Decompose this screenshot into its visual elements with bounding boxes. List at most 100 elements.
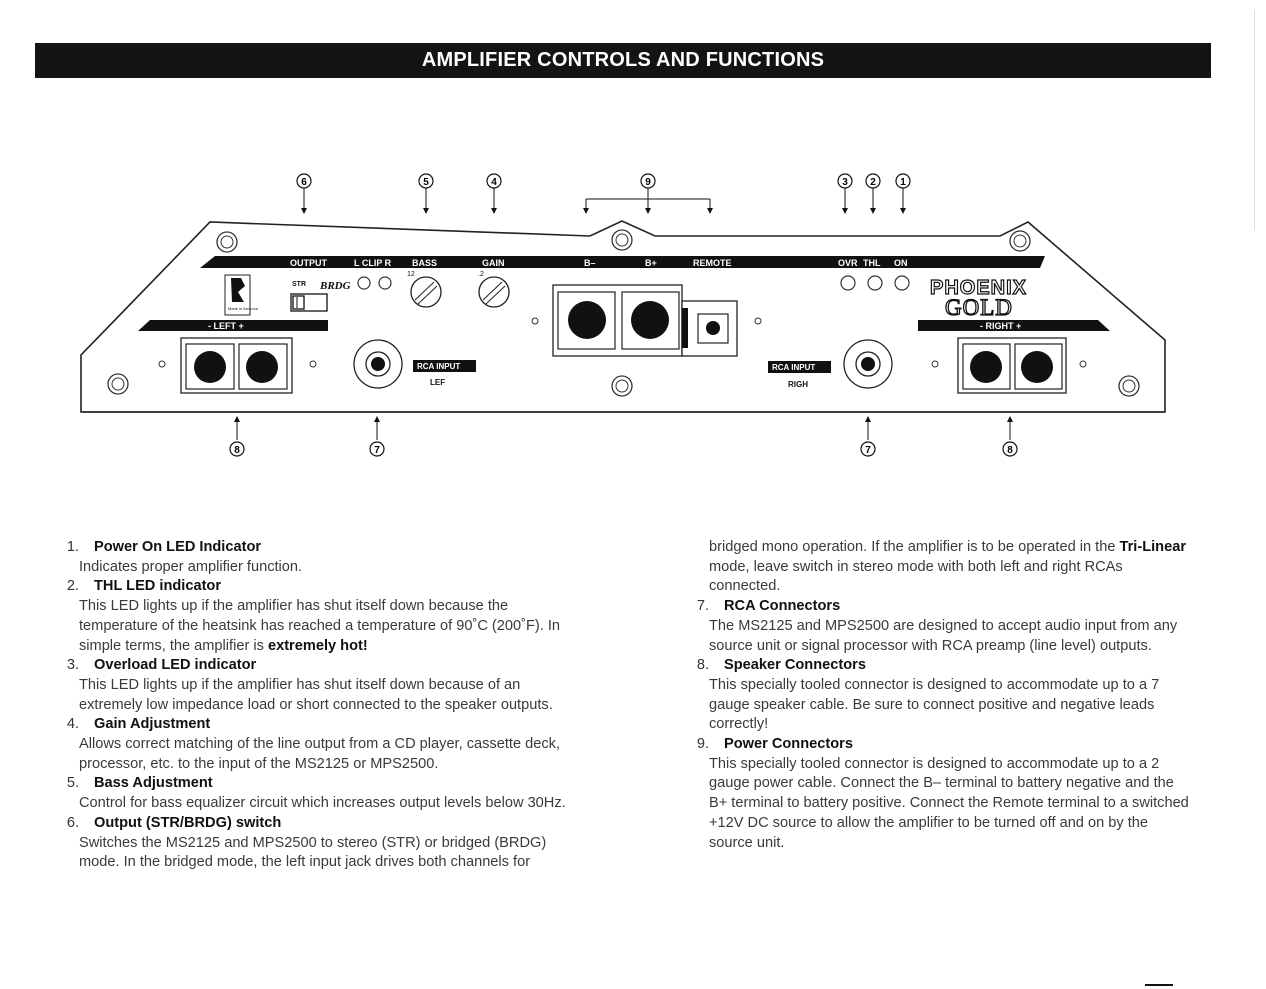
svg-text:1: 1 — [900, 177, 906, 188]
phoenix-gold-logo: PHOENIX GOLD — [929, 276, 1027, 320]
item-number: 1. — [66, 539, 79, 555]
item-title: Power Connectors — [724, 736, 853, 753]
screw-icon-top-left — [216, 231, 238, 253]
ovr-led — [840, 275, 856, 291]
item-number: 8. — [696, 657, 709, 674]
label-b-minus: B– — [584, 258, 596, 268]
screw-icon-top-right — [1009, 230, 1031, 252]
callout-1: 1 — [895, 173, 911, 214]
label-gain: GAIN — [482, 258, 505, 268]
list-item: 1.Power On LED Indicator Indicates prope… — [48, 538, 628, 577]
item-title: Bass Adjustment — [94, 775, 213, 792]
item-line: Allows correct matching of the line outp… — [79, 736, 561, 753]
svg-text:5: 5 — [423, 177, 429, 188]
clip-led-right — [378, 276, 392, 290]
top-label-strip — [200, 256, 1045, 268]
bass-knob — [410, 276, 442, 308]
item-line: B+ terminal to battery positive. Connect… — [709, 795, 1189, 812]
screw-icon-top-center — [611, 229, 633, 251]
title-bar: AMPLIFIER CONTROLS AND FUNCTIONS — [35, 43, 1211, 78]
page-mark — [1145, 984, 1173, 986]
svg-text:8: 8 — [234, 445, 240, 456]
power-connector — [552, 284, 683, 357]
item-title: Output (STR/BRDG) switch — [94, 814, 282, 831]
item-title: RCA Connectors — [724, 598, 841, 615]
item-line: gauge speaker cable. Be sure to connect … — [709, 696, 1155, 713]
svg-text:7: 7 — [865, 445, 871, 456]
label-ovr: OVR — [838, 258, 858, 268]
callout-9: 9 — [583, 173, 713, 214]
on-led — [894, 275, 910, 291]
screw-icon-bottom-center — [611, 375, 633, 397]
item-line: source unit. — [709, 834, 785, 851]
remote-connector — [681, 300, 738, 357]
label-clip: L CLIP R — [354, 258, 392, 268]
item-line: source unit or signal processor with RCA… — [709, 637, 1152, 654]
item-number: 6. — [66, 814, 79, 831]
list-item: 8.Speaker Connectors This specially tool… — [678, 656, 1238, 735]
list-item: 4.Gain Adjustment Allows correct matchin… — [48, 715, 628, 774]
label-right: - RIGHT + — [980, 321, 1021, 331]
svg-text:6: 6 — [301, 177, 307, 188]
item-number: 9. — [696, 736, 709, 753]
callout-5: 5 — [418, 173, 434, 214]
item-line-text: bridged mono operation. If the amplifier… — [709, 539, 1120, 555]
callout-8-left: 8 — [229, 416, 245, 457]
item-number: 2. — [66, 578, 79, 595]
item-line: connected. — [709, 578, 781, 595]
callout-4: 4 — [486, 173, 502, 214]
label-rca-input-right: RCA INPUT — [772, 363, 815, 372]
list-item: 7.RCA Connectors The MS2125 and MPS2500 … — [678, 597, 1238, 656]
clip-led-left — [357, 276, 371, 290]
label-b-plus: B+ — [645, 258, 657, 268]
svg-text:2: 2 — [870, 177, 876, 188]
margin-rule — [1254, 10, 1255, 230]
item-title: Overload LED indicator — [94, 657, 257, 674]
callout-7-right: 7 — [860, 416, 876, 457]
amplifier-panel-diagram: OUTPUT L CLIP R BASS GAIN B– B+ REMOTE O… — [80, 173, 1166, 457]
item-line: +12V DC source to allow the amplifier to… — [709, 814, 1149, 831]
label-brdg: BRDG — [319, 280, 351, 292]
item-line: This LED lights up if the amplifier has … — [79, 676, 521, 693]
screw-icon-bottom-left — [107, 373, 129, 395]
item-title: THL LED indicator — [94, 578, 222, 595]
left-speaker-connector — [180, 337, 293, 394]
left-rca-jack — [353, 339, 403, 389]
item-line: extremely low impedance load or short co… — [79, 696, 553, 713]
item-line: Switches the MS2125 and MPS2500 to stere… — [79, 834, 547, 851]
callout-7-left: 7 — [369, 416, 385, 457]
callout-2: 2 — [865, 173, 881, 214]
item-number: 3. — [66, 657, 79, 674]
list-item: 5.Bass Adjustment Control for bass equal… — [48, 774, 628, 813]
output-switch — [290, 293, 328, 312]
list-item: 2.THL LED indicator This LED lights up i… — [48, 577, 628, 656]
panel-outline — [80, 220, 1166, 413]
gain-scale: .2 — [478, 271, 484, 278]
callout-3: 3 — [837, 173, 853, 214]
right-text-column: bridged mono operation. If the amplifier… — [678, 538, 1238, 853]
label-bass: BASS — [412, 258, 437, 268]
gain-knob — [478, 276, 510, 308]
item-line: This specially tooled connector is desig… — [709, 755, 1160, 772]
item-line: correctly! — [709, 716, 769, 733]
label-thl: THL — [863, 258, 881, 268]
svg-text:9: 9 — [645, 177, 651, 188]
right-speaker-connector — [957, 337, 1067, 394]
label-righ: RIGH — [788, 380, 808, 389]
screw-icon-bottom-right — [1118, 375, 1140, 397]
made-in-label: Made in America — [228, 306, 259, 311]
item-line: The MS2125 and MPS2500 are designed to a… — [709, 617, 1178, 634]
bass-scale: 12 — [407, 271, 415, 278]
item-line: mode, leave switch in stereo mode with b… — [709, 558, 1123, 575]
left-text-column: 1.Power On LED Indicator Indicates prope… — [48, 538, 628, 873]
label-output: OUTPUT — [290, 258, 328, 268]
item-number: 4. — [66, 716, 79, 733]
item-line: This specially tooled connector is desig… — [709, 676, 1160, 693]
svg-text:PHOENIX: PHOENIX — [930, 277, 1027, 299]
left-label-strip — [138, 320, 328, 331]
item-line: Control for bass equalizer circuit which… — [79, 795, 566, 812]
svg-text:GOLD: GOLD — [945, 295, 1013, 320]
item-line: Indicates proper amplifier function. — [79, 558, 303, 575]
thl-led — [867, 275, 883, 291]
label-lef: LEF — [430, 378, 445, 387]
